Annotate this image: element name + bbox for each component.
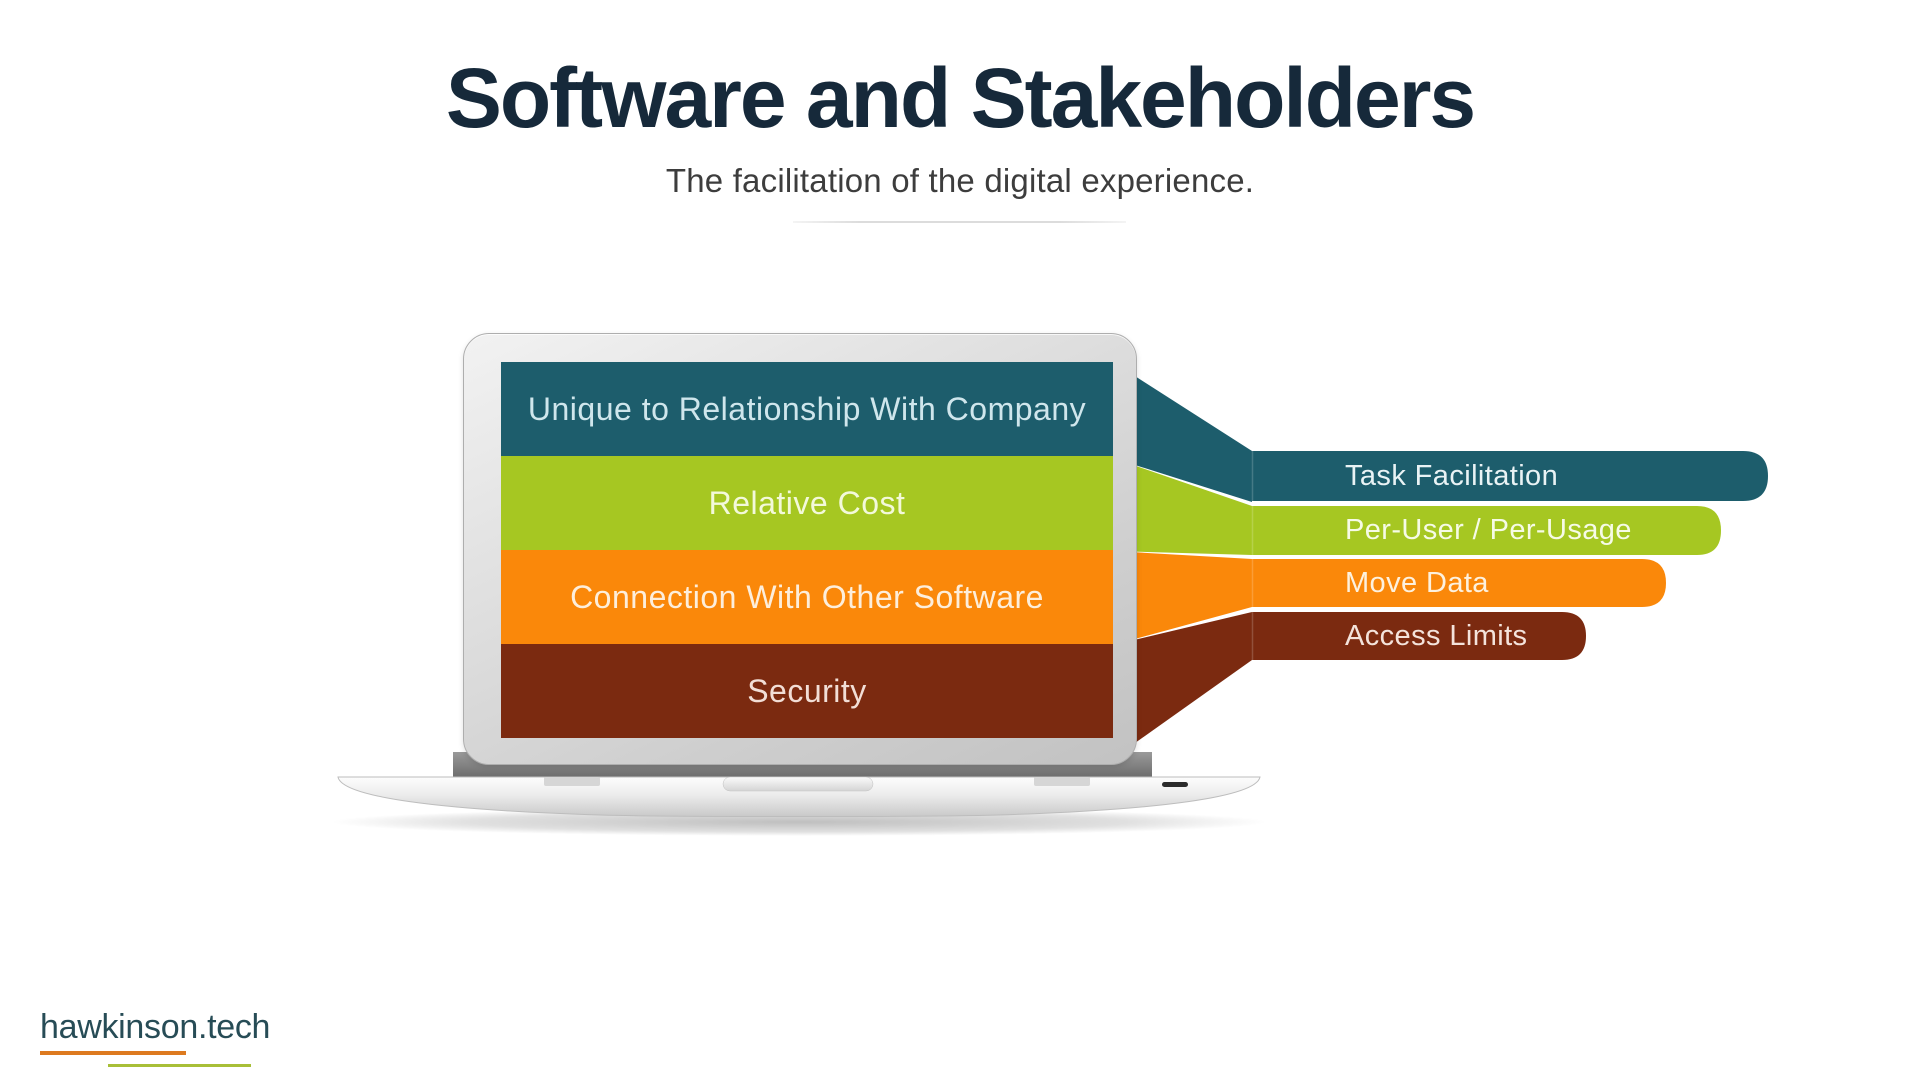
brand-underline-orange xyxy=(40,1051,186,1055)
callout-label-task-facilitation: Task Facilitation xyxy=(1345,459,1559,492)
funnel-ribbon-per-user xyxy=(1113,458,1252,555)
laptop-base-shadow xyxy=(331,808,1267,836)
screen-row-label: Security xyxy=(747,672,867,709)
screen-row-label: Relative Cost xyxy=(708,484,906,521)
callout-bar-per-user xyxy=(1252,506,1721,555)
screen-row-connection: Connection With Other Software xyxy=(501,550,1113,644)
callout-bar-task-facilitation xyxy=(1252,451,1768,501)
callout-bar-move-data xyxy=(1252,559,1666,607)
screen-row-label: Unique to Relationship With Company xyxy=(527,390,1087,427)
laptop-hinge-foot-right xyxy=(1034,777,1090,786)
page-subtitle: The facilitation of the digital experien… xyxy=(665,162,1255,199)
brand-text: hawkinson.tech xyxy=(40,1008,271,1046)
laptop-screen: Unique to Relationship With Company Rela… xyxy=(501,362,1113,738)
screen-row-relative-cost: Relative Cost xyxy=(501,456,1113,550)
power-indicator-dash xyxy=(1162,782,1188,787)
callout-label-move-data: Move Data xyxy=(1345,566,1489,599)
page-title: Software and Stakeholders xyxy=(445,51,1476,145)
divider-line xyxy=(793,221,1126,223)
callout-label-per-user: Per-User / Per-Usage xyxy=(1345,514,1632,546)
funnel-ribbon-task-facilitation xyxy=(1113,362,1252,502)
screen-row-label: Connection With Other Software xyxy=(570,578,1044,615)
brand-underline-green xyxy=(108,1064,251,1067)
laptop-bezel: Unique to Relationship With Company Rela… xyxy=(463,333,1137,765)
callout-label-access-limits: Access Limits xyxy=(1345,619,1528,652)
laptop-hinge-foot-left xyxy=(544,777,600,786)
trackpad-notch xyxy=(722,776,874,792)
laptop-base xyxy=(337,776,1261,817)
funnel-ribbon-access-limits xyxy=(1113,612,1252,743)
callout-bar-access-limits xyxy=(1252,612,1586,660)
screen-row-security: Security xyxy=(501,644,1113,738)
funnel-ribbon-move-data xyxy=(1113,551,1252,645)
screen-row-unique: Unique to Relationship With Company xyxy=(501,362,1113,456)
